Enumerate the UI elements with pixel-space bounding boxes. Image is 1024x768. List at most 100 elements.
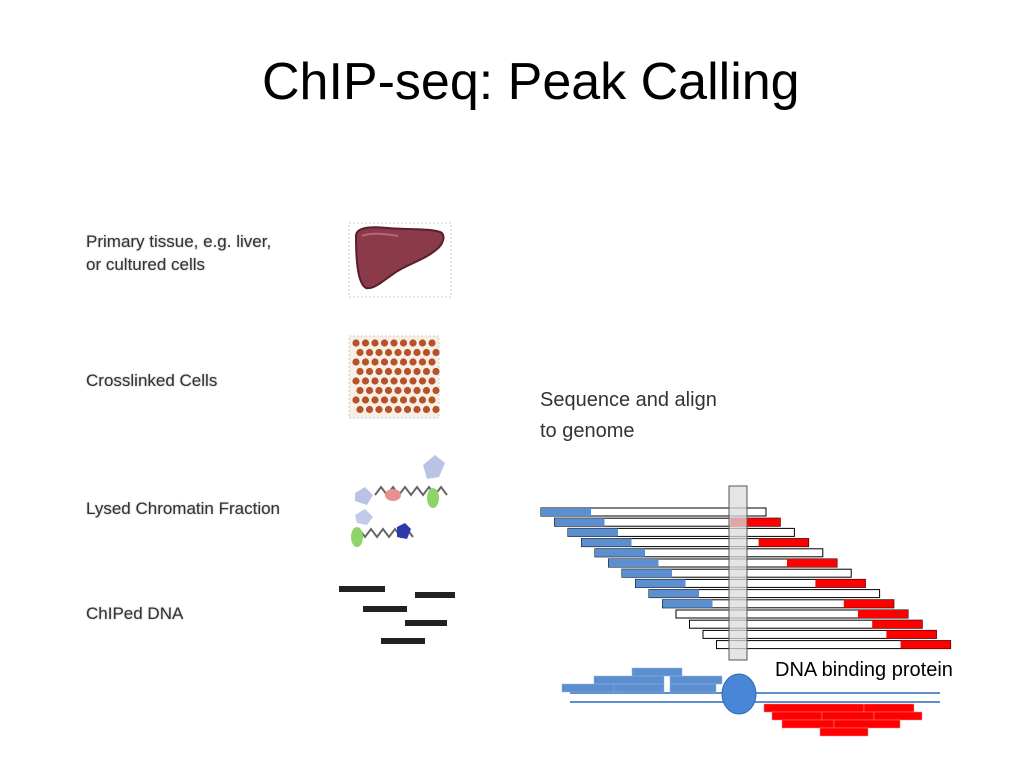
forward-read [608,559,659,567]
cell-dot [432,405,440,414]
forward-read [649,589,699,598]
stacked-forward-read [669,683,717,693]
reverse-read [758,538,809,547]
forward-read [568,528,618,537]
forward-read [595,548,645,557]
step-label-lysed: Lysed Chromatin Fraction [86,499,281,518]
binding-protein-caption: DNA binding protein [775,659,953,681]
forward-read [581,538,632,547]
cell-dot [390,358,398,366]
cell-dot [394,348,402,357]
cell-dot [384,386,393,395]
cell-dot [418,339,427,347]
cell-dot [384,405,393,414]
cell-dot [428,396,436,404]
step-label-tissue: Primary tissue, e.g. liver, or cultured … [86,232,272,274]
cell-dot [413,367,421,376]
cell-dot [361,396,370,404]
cell-dot [365,405,374,414]
cell-dot [422,405,431,414]
cell-dot [394,405,402,414]
cell-dot [432,367,440,376]
reverse-read [815,579,866,588]
cell-dot [399,339,408,347]
crosslinked-cells-icon [348,335,440,419]
reverse-read [886,630,937,639]
cell-dot [422,367,431,376]
stacked-forward-read [613,683,665,693]
cell-dot [352,396,360,404]
cell-dot [413,348,421,357]
peak-highlight-bar [728,485,748,661]
cell-dot [409,339,417,347]
cell-dot [394,367,402,376]
reverse-read [858,610,908,618]
cell-dot [361,377,370,385]
cell-dot [352,358,360,366]
cell-dot [380,377,389,385]
forward-read [622,569,672,578]
cell-dot [384,348,393,357]
cell-dot [371,358,379,366]
cell-dot [371,339,379,347]
cell-dot [356,405,364,414]
cell-dot [428,377,436,385]
cell-dot [380,339,389,347]
chromatin-fraction-icon [351,455,448,547]
reverse-read [900,640,951,649]
cell-dot [371,377,379,385]
cell-dot [375,348,383,357]
cell-dot [399,396,408,404]
stacked-forward-read [593,675,665,685]
stacked-reverse-read [833,719,901,729]
cell-dot [422,348,431,357]
cell-dot [418,396,427,404]
cell-dot [365,367,374,376]
cell-dot [422,386,431,395]
forward-read [635,579,686,588]
cell-dot [399,377,408,385]
reverse-read [787,559,837,567]
cell-dot [394,386,402,395]
cell-dot [361,358,370,366]
cell-dot [352,339,360,347]
cell-dot [361,339,370,347]
cell-dot [375,405,383,414]
cell-dot [418,377,427,385]
cell-dot [380,396,389,404]
cell-dot [409,358,417,366]
cell-dot [403,348,412,357]
aligned-reads-diagram [540,485,952,737]
stacked-reverse-read [821,711,875,721]
cell-dot [428,358,436,366]
stacked-reverse-read [819,727,869,737]
reverse-read [872,620,923,629]
cell-dot [356,348,364,357]
cell-dot [375,367,383,376]
reverse-read [843,599,894,608]
cell-dot [352,377,360,385]
cell-dot [403,386,412,395]
cell-dot [384,367,393,376]
cell-dot [413,405,421,414]
slide-title: ChIP-seq: Peak Calling [262,53,800,111]
chiped-dna-icon [339,586,455,644]
reverse-read [730,518,781,527]
cell-dot [356,386,364,395]
stacked-reverse-read [873,711,923,721]
stacked-reverse-read [763,703,865,713]
cell-dot [390,377,398,385]
step-label-chiped: ChIPed DNA [86,604,184,623]
liver-icon [348,222,452,298]
forward-read [554,518,605,527]
step-label-crosslinked: Crosslinked Cells [86,371,218,390]
cell-dot [403,405,412,414]
cell-dot [413,386,421,395]
stacked-reverse-read [771,711,823,721]
cell-dot [390,396,398,404]
dna-binding-protein [721,673,757,715]
read-fragment [702,629,937,639]
cell-dot [375,386,383,395]
cell-dot [365,348,374,357]
forward-read [662,599,713,608]
